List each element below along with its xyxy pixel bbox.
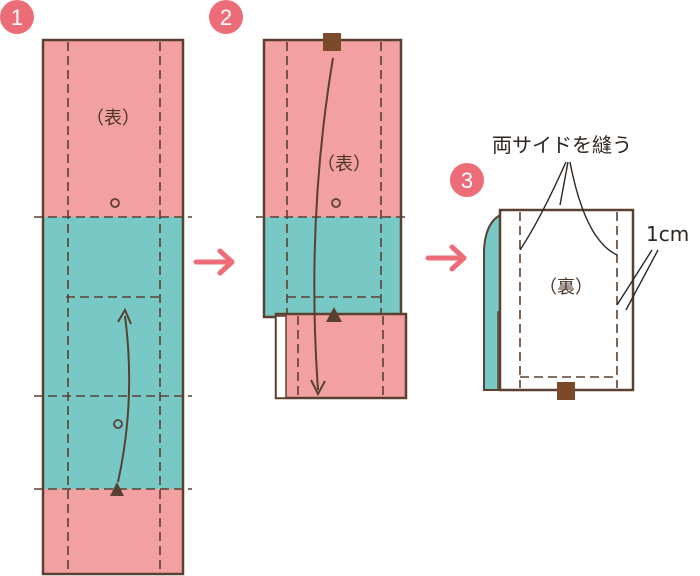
step-3-face-label: （裏） xyxy=(539,277,593,298)
seam-width-pointer xyxy=(625,249,659,311)
step-2-tab xyxy=(323,33,341,51)
step-3-tab xyxy=(557,382,575,400)
sew-sides-annotation: 両サイドを縫う xyxy=(492,133,632,157)
step-3-body xyxy=(498,208,635,392)
step-2-fold-arrowhead xyxy=(310,379,326,397)
sew-sides-pointer xyxy=(519,161,567,251)
step-1-fold-arrow xyxy=(117,315,131,483)
step-1-outline xyxy=(41,38,185,576)
step-3-number: 3 xyxy=(461,168,473,193)
step-3-badge: 3 xyxy=(450,163,484,197)
step-1-face-label: （表） xyxy=(86,108,140,129)
step-2-badge: 2 xyxy=(209,0,243,34)
step-2-folded-flap xyxy=(274,312,408,400)
step-2: 2 （表） xyxy=(209,0,408,400)
step-1-triangle-marker xyxy=(110,482,124,496)
step-3: 3 （裏） 両サイドを縫う 1cm xyxy=(450,133,689,400)
next-arrow-icon xyxy=(193,248,235,276)
step-1: 1 （表） xyxy=(0,0,192,576)
next-arrow-icon xyxy=(425,244,467,272)
step-1-fold-arrowhead xyxy=(117,307,132,325)
step-2-fold-arrow xyxy=(313,57,334,391)
step-2-number: 2 xyxy=(220,5,232,30)
step-2-face-label: （表） xyxy=(317,154,371,175)
step-1-teal-middle xyxy=(43,217,183,489)
step-2-flap-edge xyxy=(275,315,287,399)
step-1-pink-bottom xyxy=(43,489,183,574)
sew-sides-pointer xyxy=(569,161,618,256)
seam-width-annotation: 1cm xyxy=(646,222,689,246)
step-1-number: 1 xyxy=(11,5,23,30)
step-1-snap-circle xyxy=(113,419,123,429)
seam-width-pointer xyxy=(616,249,653,306)
sew-sides-pointer xyxy=(559,161,569,206)
step-2-triangle-marker xyxy=(326,307,342,322)
step-2-snap-circle xyxy=(331,198,341,208)
step-1-badge: 1 xyxy=(0,0,34,34)
step-1-snap-circle xyxy=(110,198,120,208)
